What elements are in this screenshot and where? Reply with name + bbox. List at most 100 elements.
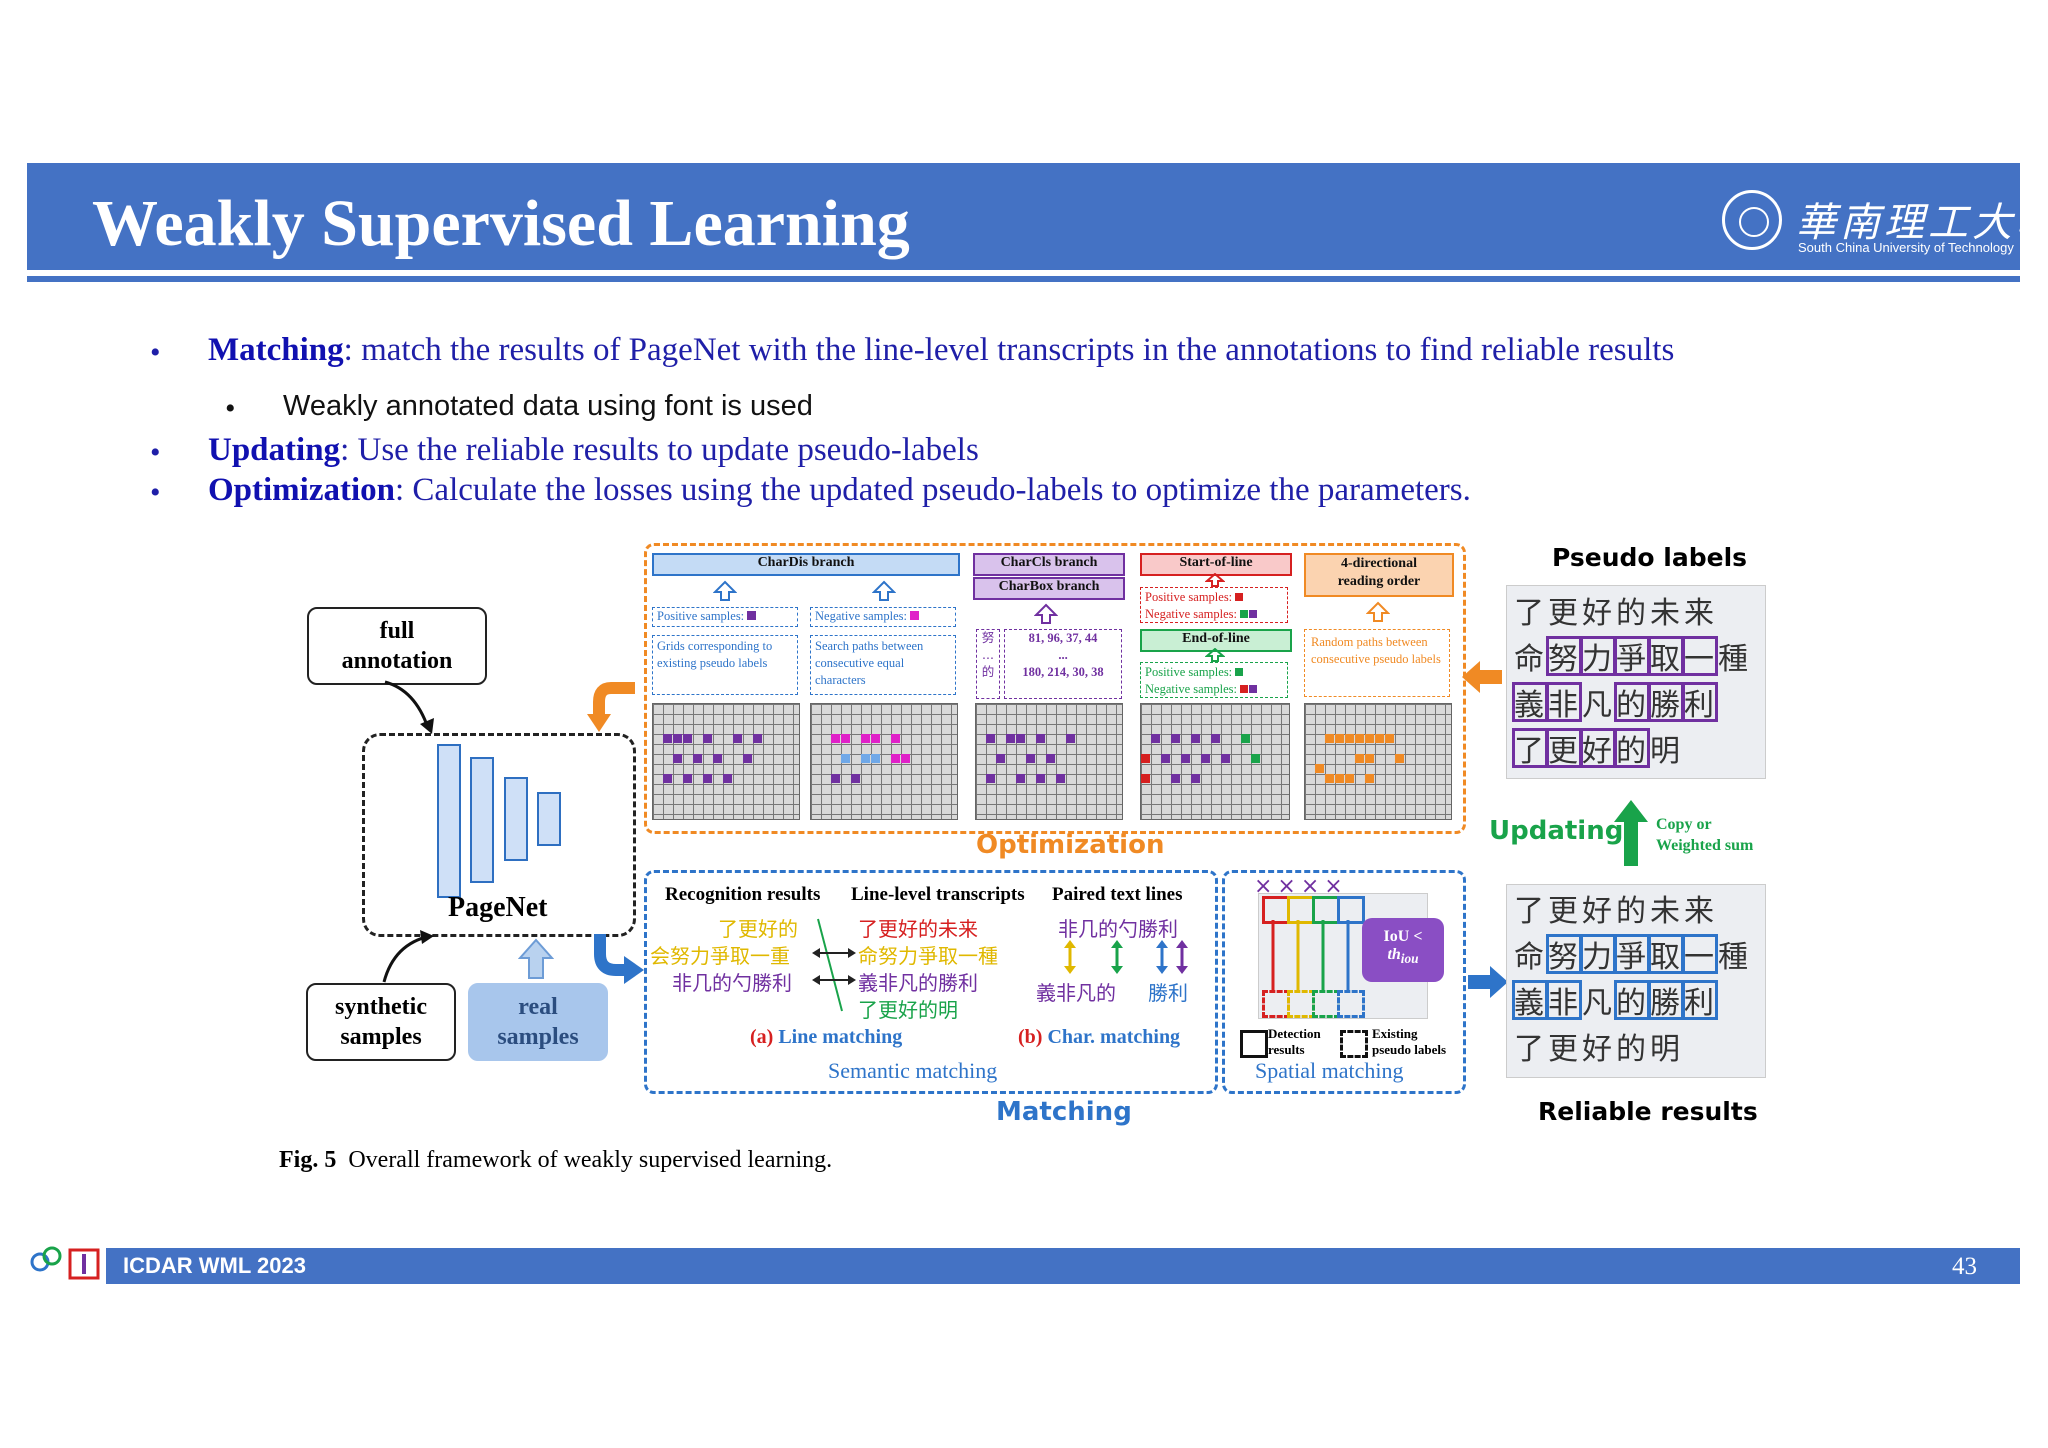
grid-cell — [1046, 754, 1055, 763]
slide-title: Weakly Supervised Learning — [92, 187, 910, 260]
line-transcripts-header: Line-level transcripts — [851, 884, 1025, 905]
transcript-line: 義非凡的勝利 — [858, 971, 978, 995]
pseudo-label-box — [1287, 990, 1315, 1018]
grid-cell — [1365, 734, 1374, 743]
grid-cell — [1335, 734, 1344, 743]
handwritten-char: 的 — [1616, 986, 1646, 1021]
charcls-branch-header: CharCls branch — [973, 553, 1125, 576]
line-matching-caption: (a) Line matching — [750, 1026, 903, 1048]
grid-cell — [1355, 754, 1364, 763]
blue-right-arrow-icon — [1468, 966, 1508, 998]
handwritten-char: 非 — [1548, 986, 1578, 1021]
grid-cell — [1241, 734, 1250, 743]
pagenet-box — [362, 733, 636, 937]
legend-detection-icon — [1240, 1030, 1268, 1058]
recog-line: 了更好的 — [718, 917, 798, 941]
grid-cell — [1365, 754, 1374, 763]
negative-samples-label: Negative samples: — [810, 607, 956, 627]
charbox-branch-header: CharBox branch — [973, 577, 1125, 600]
char-bounding-box — [1648, 682, 1684, 722]
handwritten-char: 的 — [1616, 688, 1646, 723]
char-bounding-box — [1580, 934, 1616, 974]
handwritten-char: 一 — [1684, 940, 1714, 975]
grid-cell — [986, 774, 995, 783]
grid-cell — [1016, 774, 1025, 783]
handwritten-char: 勝 — [1650, 986, 1680, 1021]
search-paths-description: Search paths between consecutive equal c… — [810, 635, 956, 695]
char-bounding-box — [1512, 682, 1548, 722]
handwritten-char: 義 — [1514, 688, 1544, 723]
university-seal-icon — [1722, 190, 1782, 250]
bullet-updating: Updating: Use the reliable results to up… — [208, 432, 979, 468]
handwritten-char: 爭 — [1616, 642, 1646, 677]
paired-lines-header: Paired text lines — [1052, 884, 1183, 905]
grid-reading — [1304, 703, 1452, 820]
grid-cell — [1171, 734, 1180, 743]
grid-cell — [663, 734, 672, 743]
sub-bullet-text: Weakly annotated data using font is used — [283, 390, 813, 422]
char-bounding-box — [1614, 934, 1650, 974]
grid-cell — [841, 734, 850, 743]
handwritten-char: 命 — [1514, 940, 1544, 975]
handwritten-char: 一 — [1684, 642, 1714, 677]
handwritten-char: 更 — [1548, 734, 1578, 769]
grid-cell — [743, 754, 752, 763]
grid-cell — [851, 774, 860, 783]
reading-order-header: 4-directional reading order — [1304, 553, 1454, 597]
match-arrows-icon — [812, 918, 856, 1012]
pagenet-layer — [437, 744, 461, 898]
iou-badge: IoU <thiou — [1362, 918, 1444, 982]
sol-samples: Positive samples: Negative samples: — [1140, 587, 1288, 623]
grid-cell — [901, 754, 910, 763]
char-bounding-box — [1648, 934, 1684, 974]
grid-cell — [1201, 754, 1210, 763]
random-paths-description: Random paths between consecutive pseudo … — [1304, 629, 1450, 697]
handwritten-char: 的 — [1616, 894, 1646, 929]
handwritten-char: 非 — [1548, 688, 1578, 723]
bullet-dot: • — [150, 476, 161, 509]
char-bounding-box — [1512, 728, 1548, 768]
grid-cell — [733, 734, 742, 743]
transcript-line: 了更好的明 — [858, 998, 958, 1022]
bullet-matching: Matching: match the results of PageNet w… — [208, 332, 1675, 368]
grid-cell — [1016, 734, 1025, 743]
dlvc-logo-icon — [26, 1240, 106, 1284]
recog-line: 会努力爭取一重 — [650, 944, 790, 968]
handwritten-char: 更 — [1548, 1032, 1578, 1067]
green-up-arrow-icon — [1614, 800, 1648, 866]
paired-bottom: 義非凡的 — [1036, 981, 1116, 1005]
char-bounding-box — [1614, 980, 1650, 1020]
university-name-en: South China University of Technology — [1798, 240, 2014, 255]
spatial-matching-panel — [1222, 870, 1466, 1094]
legend-existing-icon — [1340, 1030, 1368, 1058]
grid-cell — [1221, 754, 1230, 763]
grid-cell — [1335, 774, 1344, 783]
handwritten-char: 好 — [1582, 1032, 1612, 1067]
handwritten-char: 取 — [1650, 940, 1680, 975]
pair-arrows-icon — [1064, 940, 1188, 974]
handwritten-char: 的 — [1616, 596, 1646, 631]
handwritten-char: 種 — [1718, 642, 1748, 677]
char-matching-caption: (b) Char. matching — [1018, 1026, 1181, 1048]
pagenet-layer — [504, 777, 528, 861]
char-bounding-box — [1546, 980, 1582, 1020]
char-bounding-box — [1682, 934, 1718, 974]
handwritten-char: 来 — [1684, 894, 1714, 929]
arrow-icon — [382, 930, 434, 983]
chardis-branch-header: CharDis branch — [652, 553, 960, 576]
up-arrow-icon — [872, 580, 896, 601]
grid-cell — [1251, 754, 1260, 763]
pseudo-label-box — [1262, 990, 1290, 1018]
grid-cell — [1211, 734, 1220, 743]
grid-cell — [1355, 734, 1364, 743]
up-arrow-icon — [1205, 648, 1225, 662]
char-bounding-box — [1512, 980, 1548, 1020]
handwritten-char: 了 — [1514, 894, 1544, 929]
handwritten-char: 了 — [1514, 734, 1544, 769]
handwritten-char: 的 — [1616, 1032, 1646, 1067]
grid-cell — [1395, 754, 1404, 763]
transcript-line: 命努力爭取一種 — [858, 944, 998, 968]
grid-cell — [1026, 754, 1035, 763]
reliable-results-title: Reliable results — [1538, 1097, 1758, 1126]
bullet-optimization: Optimization: Calculate the losses using… — [208, 472, 1471, 508]
